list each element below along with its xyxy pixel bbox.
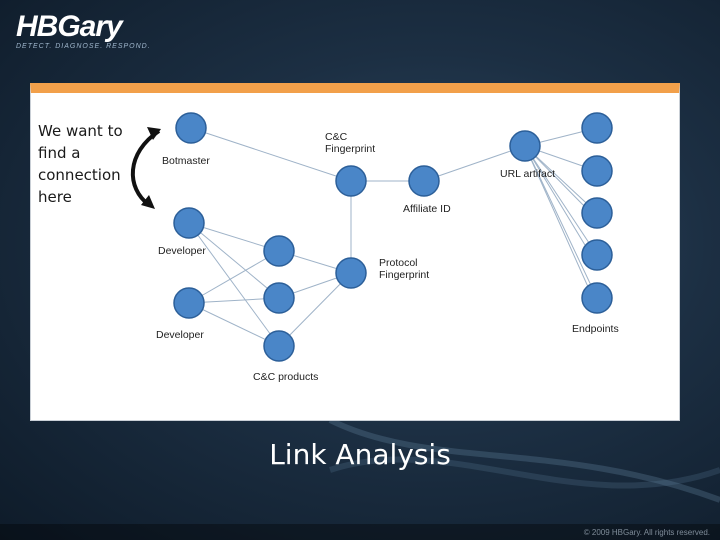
cc-product-node bbox=[264, 236, 294, 266]
protocol-fingerprint-node bbox=[336, 258, 366, 288]
footer-bar: © 2009 HBGary. All rights reserved. bbox=[0, 524, 720, 540]
hbgary-logo: HBGary DETECT. DIAGNOSE. RESPOND. bbox=[16, 12, 151, 50]
nodes bbox=[174, 113, 612, 361]
logo-tagline: DETECT. DIAGNOSE. RESPOND. bbox=[16, 43, 151, 50]
logo-wordmark: HBGary bbox=[16, 12, 151, 42]
endpoint-node bbox=[582, 198, 612, 228]
protocol-fingerprint-label: Protocol Fingerprint bbox=[379, 257, 429, 281]
url-artifact-node bbox=[510, 131, 540, 161]
edges bbox=[189, 128, 597, 346]
cc-fingerprint-node bbox=[336, 166, 366, 196]
slide-title: Link Analysis bbox=[0, 438, 720, 471]
botmaster-node bbox=[176, 113, 206, 143]
cc-products-label: C&C products bbox=[253, 371, 318, 383]
connection-note: We want to find a connection here bbox=[38, 120, 148, 208]
endpoint-node bbox=[582, 156, 612, 186]
cc-product-node bbox=[264, 283, 294, 313]
developer-bottom-label: Developer bbox=[156, 329, 204, 341]
affiliate-id-label: Affiliate ID bbox=[403, 203, 451, 215]
edge bbox=[189, 223, 279, 346]
endpoint-node bbox=[582, 240, 612, 270]
developer-bottom-node bbox=[174, 288, 204, 318]
affiliate-id-node bbox=[409, 166, 439, 196]
cc-fingerprint-label: C&C Fingerprint bbox=[325, 131, 375, 155]
url-artifact-label: URL artifact bbox=[500, 168, 555, 180]
diagram-panel: We want to find a connection here Botmas… bbox=[30, 83, 680, 421]
cc-product-node bbox=[264, 331, 294, 361]
botmaster-label: Botmaster bbox=[162, 155, 210, 167]
endpoints-label: Endpoints bbox=[572, 323, 619, 335]
copyright-text: © 2009 HBGary. All rights reserved. bbox=[584, 528, 710, 537]
endpoint-node bbox=[582, 283, 612, 313]
edge bbox=[189, 223, 279, 298]
endpoint-node bbox=[582, 113, 612, 143]
developer-top-node bbox=[174, 208, 204, 238]
edge bbox=[525, 146, 591, 255]
developer-top-label: Developer bbox=[158, 245, 206, 257]
